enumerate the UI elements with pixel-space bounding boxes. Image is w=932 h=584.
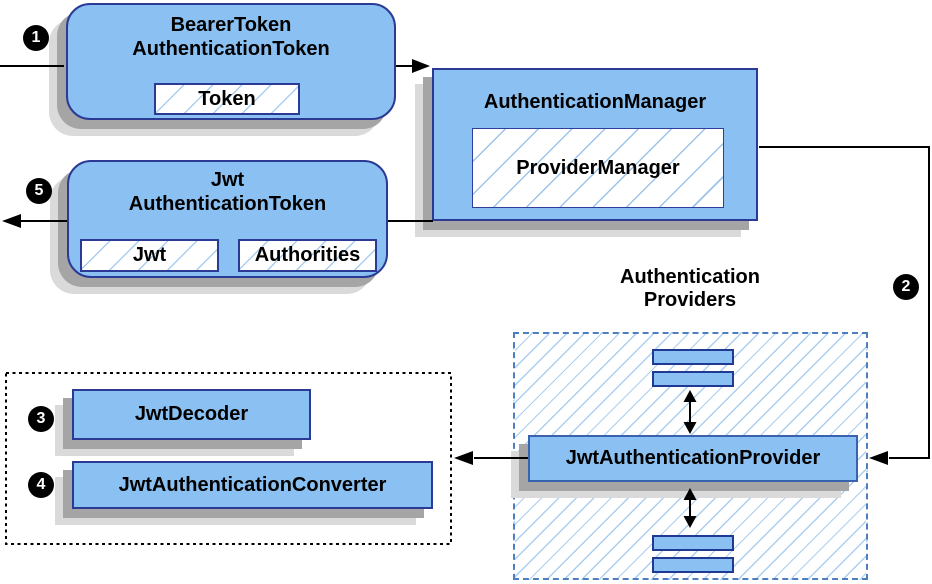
- chip-token-label: Token: [198, 87, 256, 110]
- node-jwt-authentication-token: Jwt AuthenticationToken Jwt Authorities: [67, 160, 388, 278]
- provider-placeholder-bar: [652, 371, 734, 387]
- step-badge-5: 5: [26, 178, 52, 204]
- bearer-token-title: BearerToken AuthenticationToken: [68, 13, 394, 61]
- node-jwt-authentication-converter: JwtAuthenticationConverter: [72, 461, 433, 509]
- node-authentication-manager: AuthenticationManager ProviderManager: [432, 68, 758, 221]
- node-jwt-decoder: JwtDecoder: [72, 389, 311, 440]
- chip-provider-manager-label: ProviderManager: [516, 156, 680, 179]
- provider-placeholder-bar: [652, 535, 734, 551]
- node-jwt-authentication-provider: JwtAuthenticationProvider: [528, 435, 858, 482]
- chip-jwt: Jwt: [80, 239, 219, 272]
- arrowhead-outgoing-result: [2, 214, 21, 228]
- jwt-token-title: Jwt AuthenticationToken: [69, 168, 386, 216]
- provider-placeholder-bar: [652, 557, 734, 573]
- bearer-token-title-line2: AuthenticationToken: [132, 38, 330, 60]
- step-badge-5-number: 5: [34, 182, 44, 199]
- step-badge-3: 3: [28, 406, 54, 432]
- jwt-decoder-label: JwtDecoder: [134, 403, 249, 425]
- node-bearer-token-authentication-token: BearerToken AuthenticationToken Token: [66, 3, 396, 120]
- jwt-authentication-converter-label: JwtAuthenticationConverter: [118, 473, 387, 496]
- step-badge-3-number: 3: [36, 410, 46, 427]
- step-badge-4-number: 4: [36, 476, 46, 493]
- step-badge-4: 4: [28, 472, 54, 498]
- chip-token: Token: [154, 83, 300, 115]
- chip-authorities: Authorities: [238, 239, 377, 272]
- step-badge-2-number: 2: [901, 278, 911, 295]
- authentication-manager-title: AuthenticationManager: [483, 91, 707, 113]
- chip-authorities-label: Authorities: [254, 244, 361, 266]
- chip-provider-manager: ProviderManager: [472, 128, 724, 208]
- step-badge-1-number: 1: [31, 29, 41, 46]
- provider-placeholder-bar: [652, 349, 734, 365]
- jwt-token-title-line1: Jwt: [210, 169, 245, 191]
- arrowhead-manager-to-provider: [869, 451, 888, 465]
- jwt-token-title-line2: AuthenticationToken: [128, 193, 327, 215]
- bearer-token-title-line1: BearerToken: [170, 14, 292, 36]
- arrowhead-bearer-to-manager: [412, 59, 430, 73]
- step-badge-2: 2: [893, 274, 919, 300]
- jwt-authentication-provider-label: JwtAuthenticationProvider: [565, 447, 821, 469]
- chip-jwt-label: Jwt: [132, 244, 167, 266]
- providers-group-label-line2: Providers: [643, 289, 737, 311]
- providers-group-label: Authentication Providers: [565, 266, 815, 312]
- step-badge-1: 1: [23, 25, 49, 51]
- arrowhead-provider-to-decoder-group: [454, 451, 473, 465]
- providers-group-label-line1: Authentication: [620, 266, 760, 288]
